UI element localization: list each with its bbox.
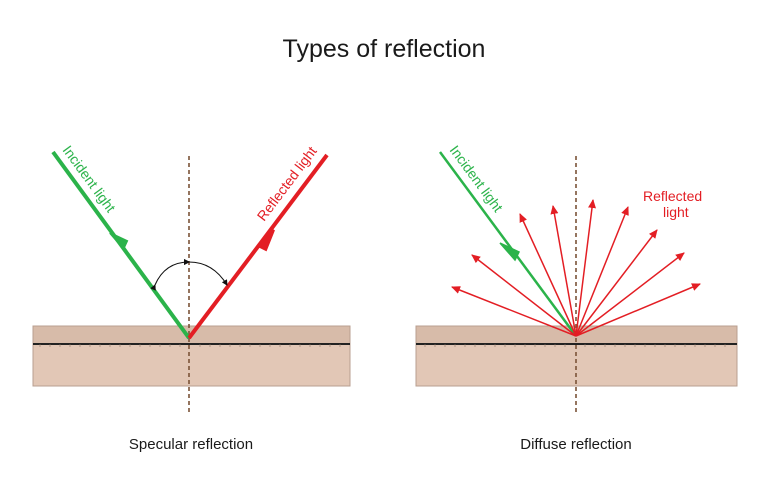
angle-arcs [150,258,228,291]
diffuse-reflected-label-line2: light [663,204,689,220]
reflected-ray [451,286,577,337]
diffuse-caption: Diffuse reflection [520,436,632,453]
reflected-ray [575,199,596,337]
page-title: Types of reflection [282,35,486,63]
diffuse-panel: Incident light Reflected light [415,142,738,415]
specular-panel: Incident light Reflected light [32,142,351,415]
diffuse-incident-label: Incident light [447,142,507,215]
reflected-ray [519,213,577,337]
reflected-ray [575,206,629,337]
diffuse-reflected-label-line1: Reflected [643,188,702,204]
reflected-ray [471,254,577,337]
reflected-ray [575,252,685,337]
specular-reflected-label: Reflected light [254,143,320,224]
specular-reflected-ray [187,153,329,340]
specular-incident-ray [51,150,191,340]
diffuse-incident-ray [438,151,578,337]
diffuse-reflected-rays [451,199,701,337]
reflected-ray [550,205,577,337]
specular-caption: Specular reflection [128,436,254,453]
reflected-ray [575,229,658,337]
reflected-ray [575,283,701,337]
